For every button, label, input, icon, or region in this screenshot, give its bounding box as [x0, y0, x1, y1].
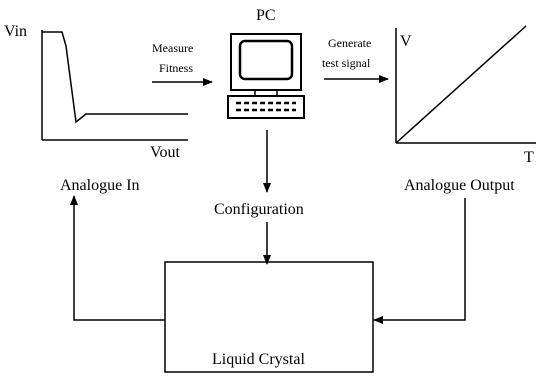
configuration-label: Configuration	[214, 201, 304, 218]
analogue-output-arrow	[373, 198, 466, 324]
pc-screen	[238, 39, 294, 81]
vout-axis-label: Vout	[150, 144, 180, 161]
pc-computer-icon: PC	[227, 7, 305, 119]
measure-fitness-arrow: Measure Fitness	[152, 41, 213, 86]
configuration-path: Configuration	[214, 130, 304, 265]
generate-label-line2: test signal	[322, 56, 371, 70]
pc-keyboard	[227, 95, 305, 119]
t-axis-label: T	[524, 149, 534, 166]
ramp-signal	[395, 25, 527, 144]
analogue-in-path: Analogue In	[60, 177, 165, 321]
transfer-curve	[42, 31, 188, 124]
measure-fitness-label-line2: Fitness	[159, 61, 193, 75]
generate-test-signal-arrow: Generate test signal	[322, 36, 389, 83]
vin-vout-graph: Vin Vout	[4, 23, 188, 161]
liquid-crystal-box: Liquid Crystal	[164, 261, 374, 373]
liquid-crystal-label: Liquid Crystal	[212, 351, 305, 368]
analogue-in-label: Analogue In	[60, 177, 140, 194]
v-t-graph: V T	[395, 25, 536, 166]
liquid-crystal-rect	[164, 261, 374, 373]
generate-label-line1: Generate	[328, 36, 371, 50]
analogue-output-path: Analogue Output	[373, 177, 515, 324]
analogue-in-arrow	[70, 195, 165, 321]
vin-axis-label: Vin	[4, 23, 27, 40]
v-axis-label: V	[400, 33, 412, 50]
pc-label: PC	[256, 7, 276, 24]
analogue-output-label: Analogue Output	[404, 177, 515, 194]
measure-fitness-label-line1: Measure	[152, 41, 193, 55]
